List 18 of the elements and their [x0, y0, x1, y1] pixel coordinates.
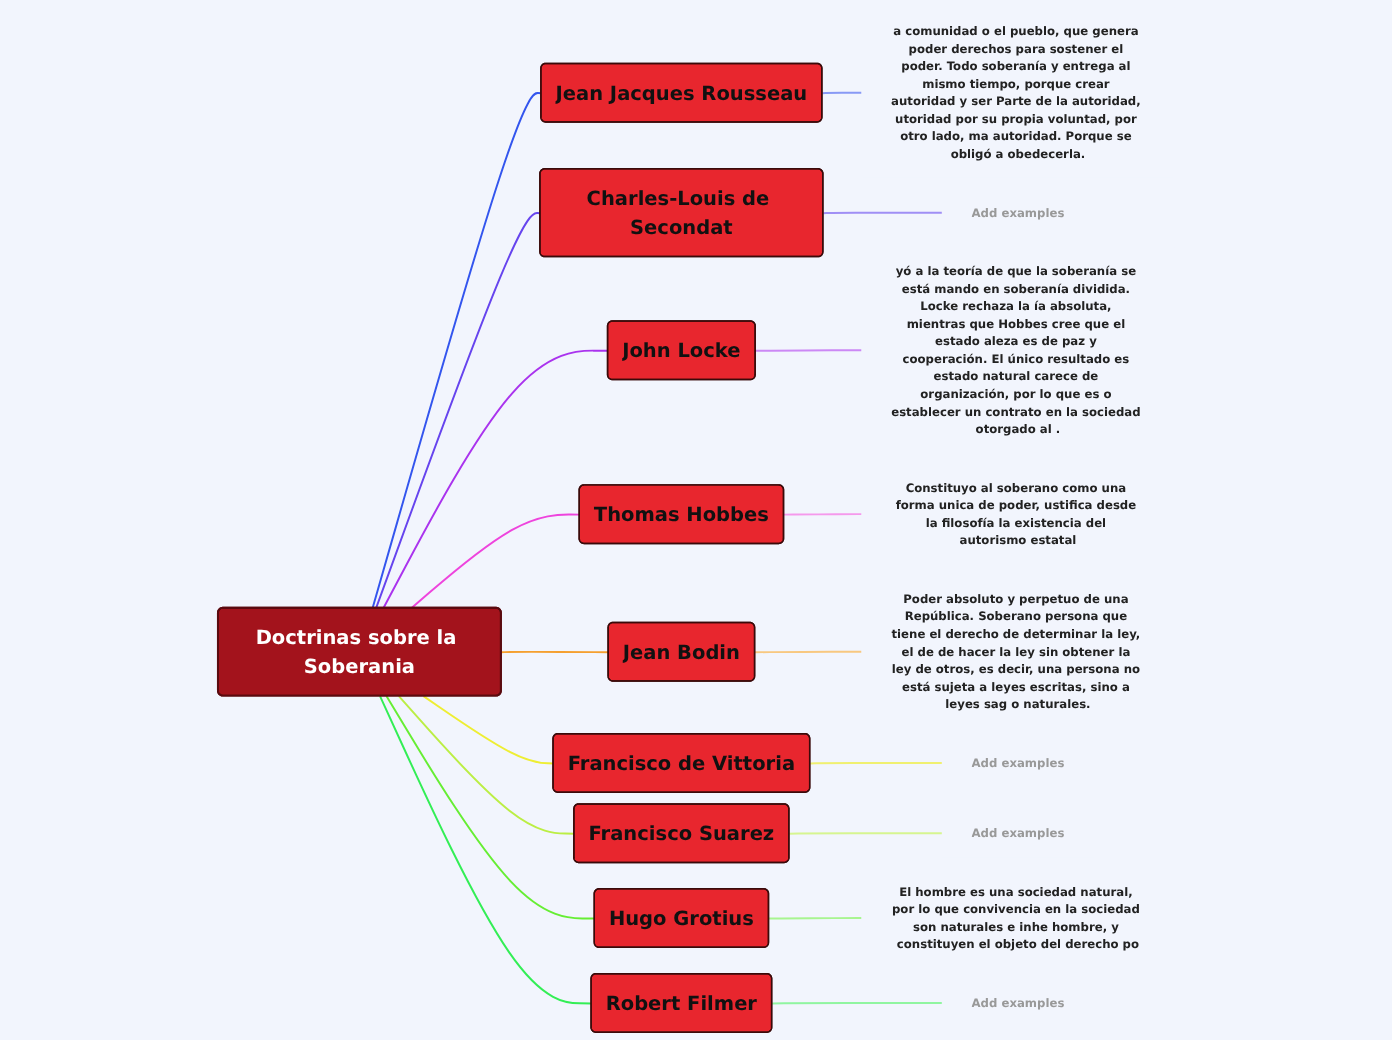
- connector: [771, 1001, 944, 1005]
- connector: [788, 832, 944, 835]
- connector: [754, 650, 863, 654]
- connector: [382, 349, 610, 610]
- connector: [754, 349, 863, 352]
- connector: [410, 513, 581, 610]
- connector: [783, 513, 863, 516]
- connector: [422, 695, 555, 765]
- connector: [809, 761, 944, 765]
- connector: [385, 695, 596, 920]
- connector: [500, 650, 610, 654]
- connector: [768, 917, 863, 920]
- connector: [379, 695, 593, 1005]
- connector: [822, 211, 944, 215]
- connector: [821, 91, 863, 95]
- connector: [397, 695, 576, 835]
- connector: [371, 92, 543, 610]
- connector: [375, 212, 542, 610]
